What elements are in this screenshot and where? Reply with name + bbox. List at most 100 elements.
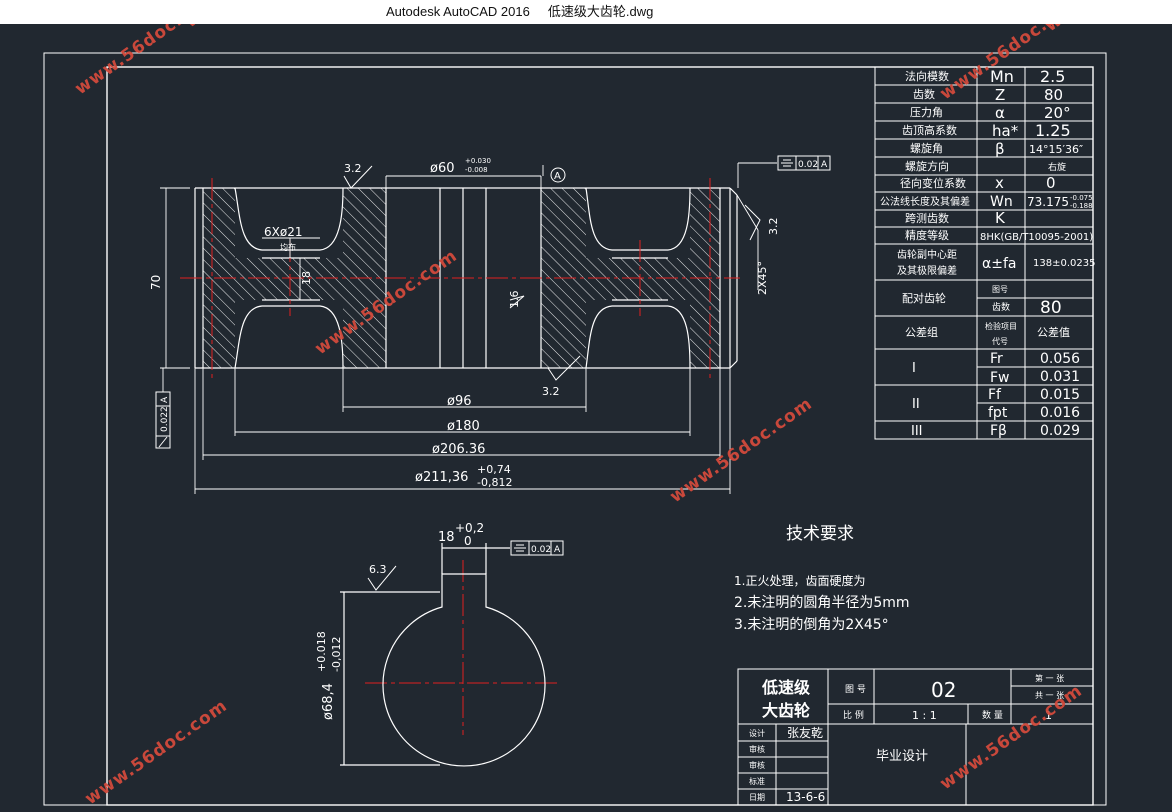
tol-val-fr: 0.056 [1040,351,1080,367]
hatch-left-web [235,258,343,300]
param-center-label1: 齿轮副中心距 [897,248,957,261]
param-sym-beta: β [995,140,1005,158]
param-label-dir: 螺旋方向 [905,159,949,173]
param-mating-label: 配对齿轮 [902,291,946,305]
param-val-alpha: 20° [1044,104,1071,122]
dim-shaft: ø68,4 [321,683,336,720]
dim-hole-note: 均布 [280,242,296,252]
param-val-wn: 73.175 [1027,195,1069,209]
dimension-lines [160,162,777,494]
dim-d206: ø206.36 [432,442,485,457]
tech-item-3: 3.未注明的倒角为2X45° [734,617,889,633]
rough-key-value: 6.3 [369,563,387,576]
param-label-beta: 螺旋角 [910,141,943,155]
tol-code-ff: Ff [988,387,1002,403]
dim-web: 18 [300,271,313,285]
parameter-table [874,66,1094,440]
param-val-dir: 右旋 [1048,161,1066,173]
dim-top-bore-lower: -0.008 [465,166,488,174]
param-label-grade: 精度等级 [905,228,949,242]
window-title: Autodesk AutoCAD 2016 低速级大齿轮.dwg [386,0,653,24]
drawing-no-label: 图 号 [845,684,866,695]
tol-header-item1: 检验项目 [985,321,1017,331]
fcf-left-value: 0.022 [160,406,170,432]
tol-code-fr: Fr [990,351,1003,367]
param-sym-z: Z [995,86,1005,104]
watermark-1: www.56doc.com [71,24,221,99]
drawing-no: 02 [931,678,956,702]
tol-group-2: II [912,397,920,412]
dim-d180: ø180 [447,419,480,434]
dim-d211-lower: -0,812 [477,476,512,489]
dim-top-bore-upper: +0.030 [465,157,491,165]
title-block-texts: 低速级 大齿轮 图 号 02 第 一 张 共 一 张 比 例 1 : 1 数 量… [749,673,1064,804]
qty-label: 数 量 [982,709,1003,721]
param-val-beta: 14°15′36″ [1029,143,1083,156]
rough-right-value: 3.2 [767,218,780,236]
hatch-right-web [586,258,690,300]
window-titlebar: Autodesk AutoCAD 2016 低速级大齿轮.dwg [0,0,1172,24]
tol-val-fb: 0.029 [1040,423,1080,439]
part-name-2: 大齿轮 [762,701,810,720]
fcf-left [155,391,171,449]
param-val-x: 0 [1046,174,1056,192]
watermark-3: www.56doc.com [936,24,1086,104]
fcf-key-ref: A [554,545,561,555]
dim-chamfer: 2X45° [756,261,769,295]
param-label-z: 齿数 [913,88,935,101]
parameter-table-texts: 法向模数 Mn 2.5 齿数 Z 80 压力角 α 20° 齿顶高系数 ha* … [880,67,1095,439]
param-label-ha: 齿顶高系数 [902,123,957,137]
tol-code-fw: Fw [990,370,1010,386]
project-name: 毕业设计 [876,749,928,764]
param-sym-alpha: α [995,104,1005,122]
tol-group-1: I [912,361,916,376]
tech-item-1: 1.正火处理，齿面硬度为 [734,573,865,588]
param-label-k: 跨测齿数 [905,212,949,225]
date-value: 13-6-6 [786,790,825,804]
fcf-key [510,540,564,556]
param-sym-wn: Wn [990,194,1013,210]
param-sym-k: K [995,209,1006,227]
dim-key-lower: 0 [464,534,472,548]
param-val-grade: 8HK(GB/T10095-2001) [980,232,1093,243]
watermark-4: www.56doc.com [1041,24,1172,36]
param-label-wn: 公法线长度及其偏差 [880,195,970,208]
scale-label: 比 例 [843,709,864,721]
tol-header-value: 公差值 [1037,325,1070,339]
dim-d211-upper: +0,74 [477,463,511,476]
qty-value: 1 [1045,709,1052,722]
param-mating-sub2: 齿数 [992,301,1010,313]
roughness-symbols [343,165,761,591]
tol-header-group: 公差组 [905,325,938,339]
rough-mid-value: 1.6 [508,291,521,309]
param-sym-x: x [995,174,1004,192]
tech-item-2: 2.未注明的圆角半径为5mm [734,595,910,611]
param-sym-ha: ha* [992,122,1019,140]
dim-height: 70 [149,275,163,290]
param-center-sym: α±fa [982,256,1016,272]
keyway-texts: 18 +0,2 0 6.3 ø68,4 +0.018 -0,012 [315,521,484,720]
tol-group-3: III [911,424,923,439]
keyway-section-view [340,543,546,767]
tol-header-item2: 代号 [992,336,1008,346]
dim-top-bore: ø60 [430,161,455,176]
file-name: 低速级大齿轮.dwg [547,4,654,19]
rough-bottom-value: 3.2 [542,385,560,398]
param-val-mn: 2.5 [1040,67,1065,86]
dim-key-upper: +0,2 [455,521,484,535]
tol-code-fb: Fβ [990,423,1007,439]
param-sym-mn: Mn [990,67,1014,86]
dim-hole: 6Xø21 [264,225,302,239]
dim-shaft-lower: -0,012 [330,637,343,672]
watermark-7: www.56doc.com [81,696,231,808]
scale-value: 1 : 1 [912,709,937,722]
param-wn-lower: -0.188 [1070,202,1093,210]
param-label-alpha: 压力角 [910,106,943,119]
part-name-1: 低速级 [761,678,811,697]
fcf-key-value: 0.02 [531,545,551,555]
param-mating-val2: 80 [1040,298,1062,318]
drawing-label: 审核 [749,744,765,754]
tol-val-fw: 0.031 [1040,369,1080,385]
